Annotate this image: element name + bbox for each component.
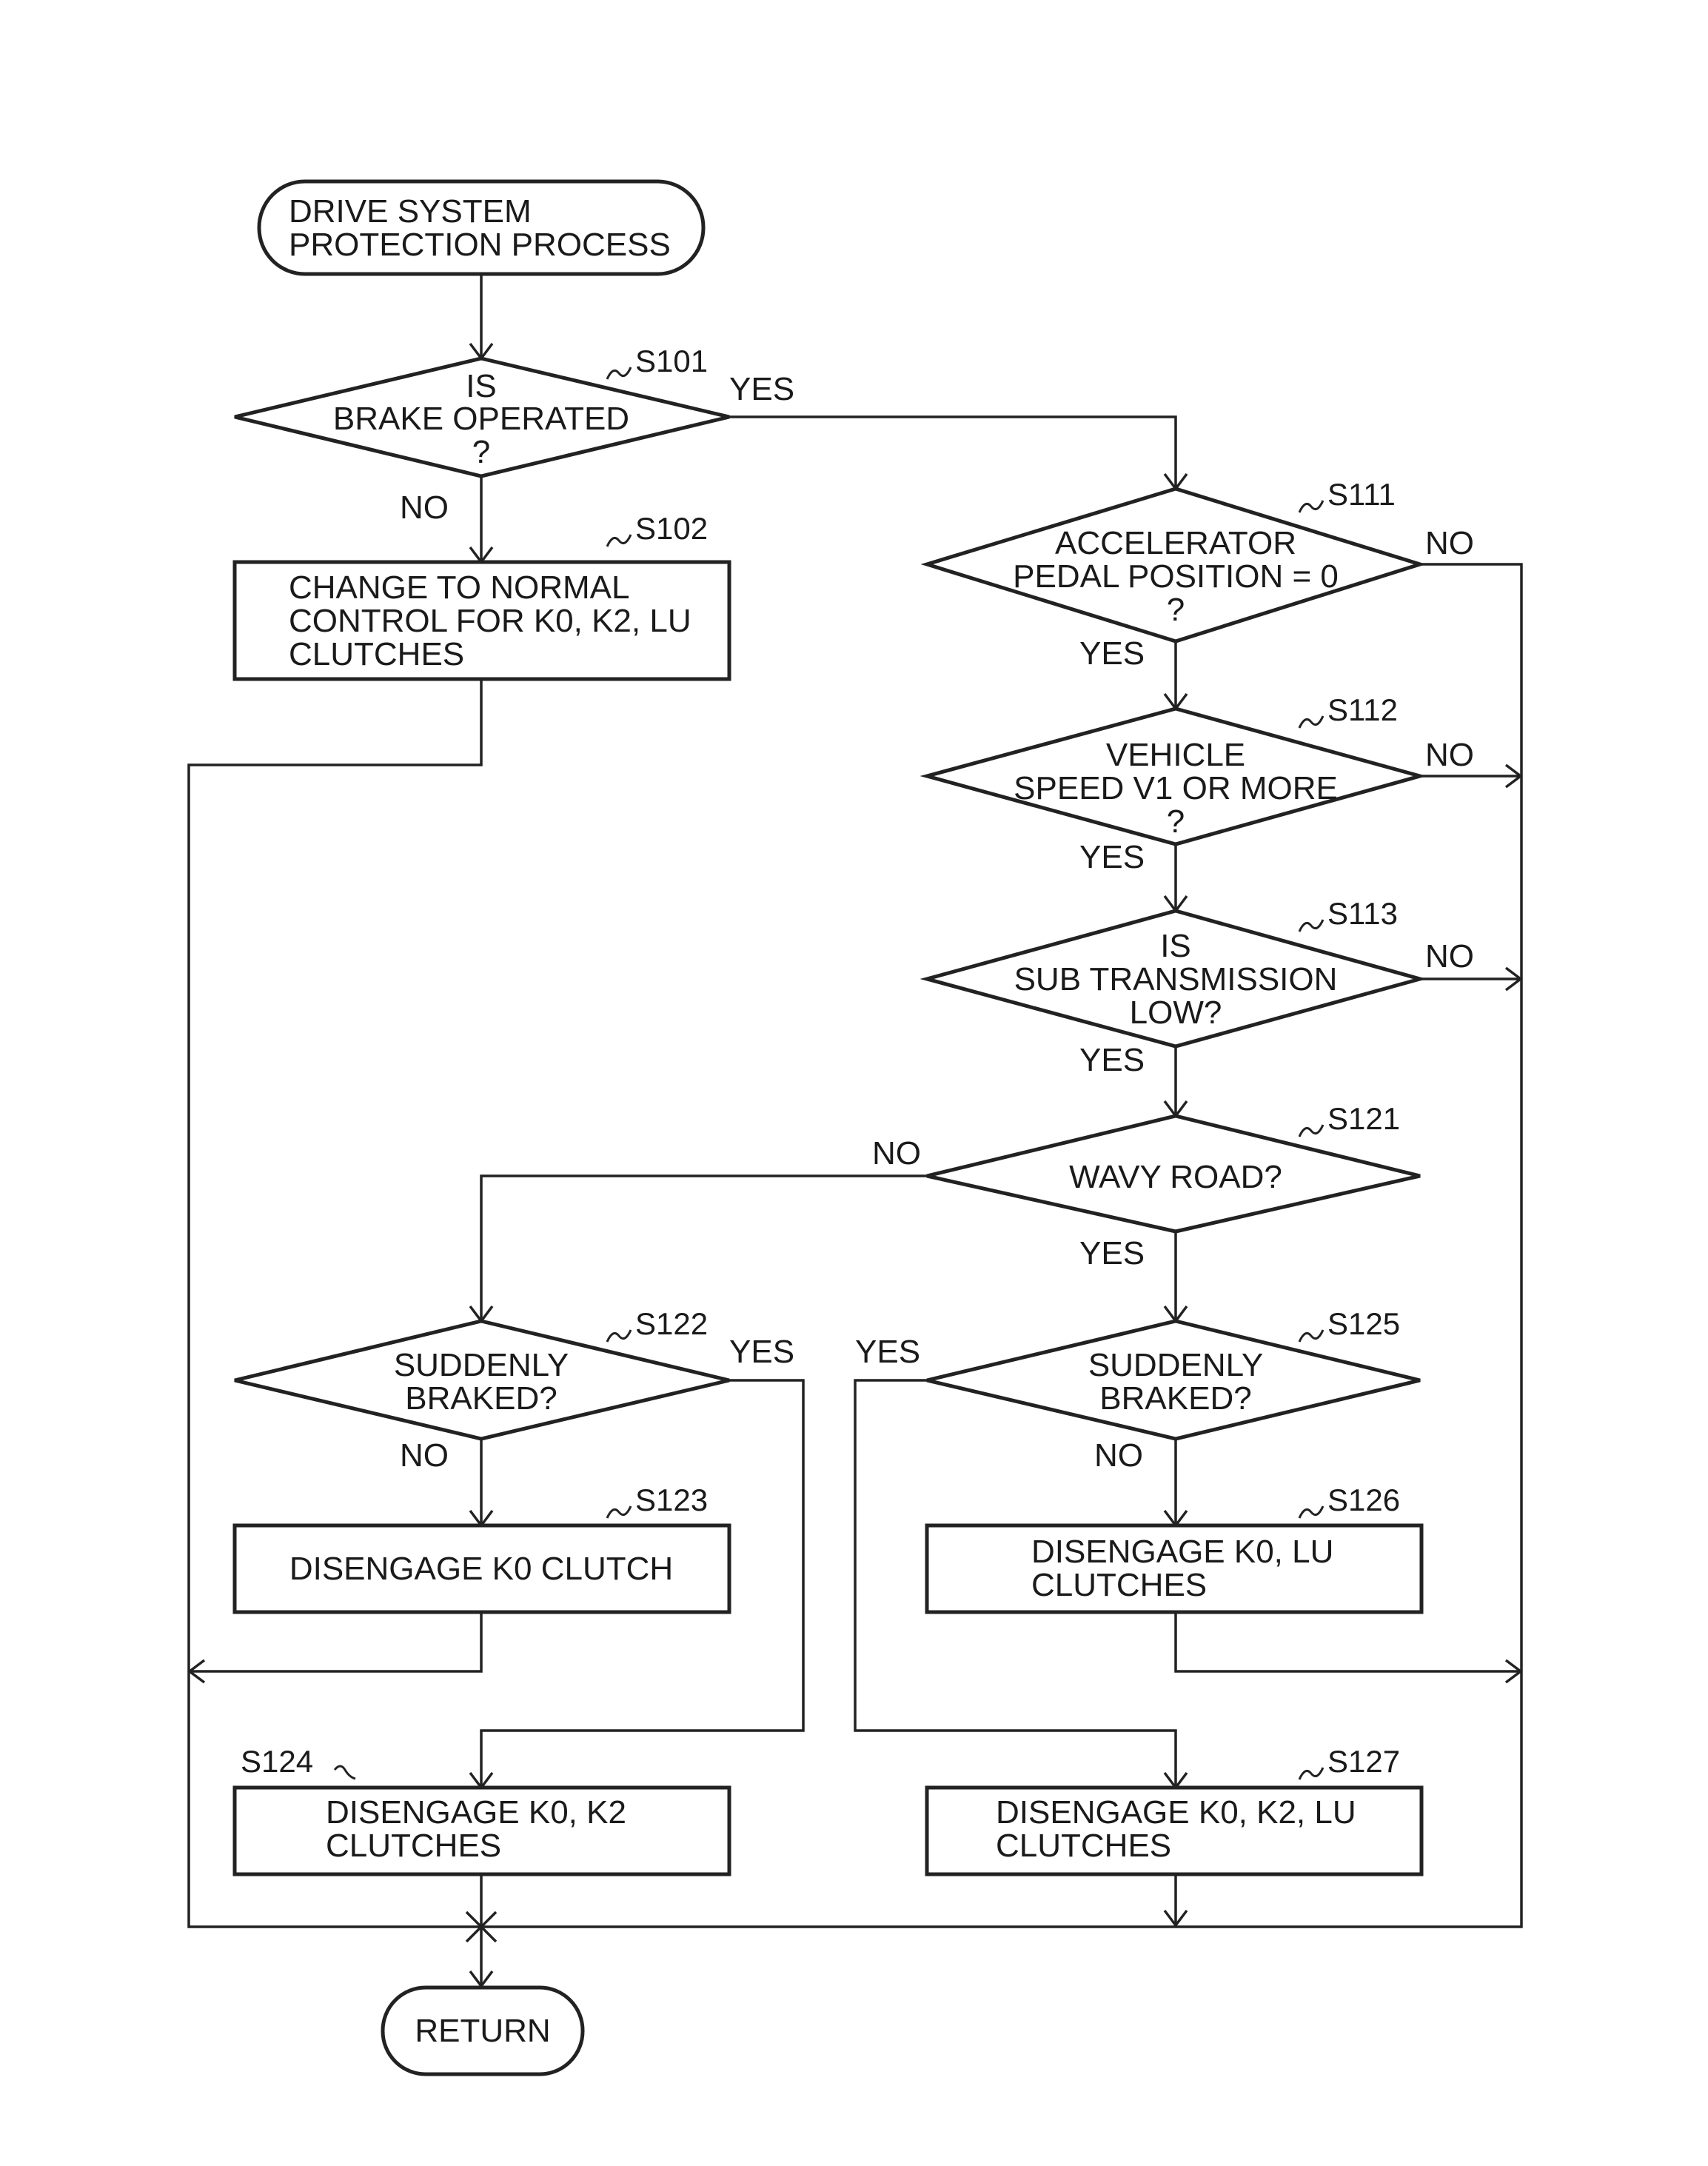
decision-s125: SUDDENLY BRAKED? S125 YES NO (855, 1306, 1420, 1474)
s102-line1: CHANGE TO NORMAL (289, 569, 629, 606)
s126-line2: CLUTCHES (1031, 1567, 1207, 1603)
process-s127: DISENGAGE K0, K2, LU CLUTCHES S127 (927, 1744, 1421, 1874)
return-label: RETURN (415, 2013, 550, 2049)
start-terminal: DRIVE SYSTEM PROTECTION PROCESS (259, 181, 703, 274)
s101-line1: IS (466, 368, 497, 404)
s113-line2: SUB TRANSMISSION (1014, 961, 1338, 997)
step-marker-squiggle (1299, 716, 1323, 728)
s124-line1: DISENGAGE K0, K2 (326, 1794, 626, 1831)
s111-yes-label: YES (1079, 635, 1145, 672)
s121-step-label: S121 (1327, 1101, 1400, 1136)
decision-s121: WAVY ROAD? S121 NO YES (872, 1101, 1420, 1271)
process-s126: DISENGAGE K0, LU CLUTCHES S126 (927, 1483, 1421, 1612)
s102-line2: CONTROL FOR K0, K2, LU (289, 603, 691, 639)
decision-s111: ACCELERATOR PEDAL POSITION = 0 ? S111 NO… (927, 477, 1474, 672)
s125-yes-label: YES (855, 1334, 920, 1370)
s112-line2: SPEED V1 OR MORE (1014, 770, 1338, 806)
s111-no-label: NO (1425, 525, 1474, 561)
s112-step-label: S112 (1327, 692, 1398, 727)
s101-step-label: S101 (635, 344, 708, 378)
s121-yes-label: YES (1079, 1235, 1145, 1271)
s113-step-label: S113 (1327, 896, 1398, 931)
s111-step-label: S111 (1327, 477, 1396, 512)
s127-line2: CLUTCHES (996, 1828, 1171, 1864)
s122-line1: SUDDENLY (394, 1347, 569, 1383)
s102-line3: CLUTCHES (289, 636, 464, 672)
s125-step-label: S125 (1327, 1306, 1400, 1341)
s113-yes-label: YES (1079, 1042, 1145, 1078)
return-terminal: RETURN (383, 1988, 583, 2074)
step-marker-squiggle (607, 535, 631, 546)
step-marker-squiggle (335, 1766, 355, 1779)
s124-step-label: S124 (241, 1744, 313, 1779)
s124-line2: CLUTCHES (326, 1828, 501, 1864)
start-label-line1: DRIVE SYSTEM (289, 193, 532, 230)
s111-line3: ? (1167, 592, 1185, 628)
decision-s122: SUDDENLY BRAKED? S122 YES NO (235, 1306, 794, 1474)
connector-s126-out (1176, 1613, 1519, 1671)
s102-step-label: S102 (635, 511, 708, 546)
step-marker-squiggle (1299, 1330, 1323, 1342)
s101-yes-label: YES (729, 371, 794, 407)
decision-s101: IS BRAKE OPERATED ? S101 YES NO (235, 344, 794, 526)
s123-step-label: S123 (635, 1483, 708, 1517)
s127-line1: DISENGAGE K0, K2, LU (996, 1794, 1356, 1831)
s111-line2: PEDAL POSITION = 0 (1013, 558, 1339, 595)
s111-line1: ACCELERATOR (1055, 525, 1296, 561)
s125-no-label: NO (1094, 1437, 1143, 1474)
step-marker-squiggle (607, 367, 631, 379)
s121-no-label: NO (872, 1135, 921, 1171)
s112-yes-label: YES (1079, 839, 1145, 875)
start-label-line2: PROTECTION PROCESS (289, 227, 671, 263)
decision-s113: IS SUB TRANSMISSION LOW? S113 NO YES (927, 896, 1474, 1078)
step-marker-squiggle (1299, 1125, 1323, 1137)
s101-no-label: NO (400, 489, 449, 526)
s121-line1: WAVY ROAD? (1069, 1159, 1282, 1195)
s123-line1: DISENGAGE K0 CLUTCH (289, 1551, 673, 1587)
s112-line1: VEHICLE (1106, 737, 1245, 773)
s113-line3: LOW? (1130, 995, 1222, 1031)
connector-s121-no (481, 1176, 927, 1320)
decision-s112: VEHICLE SPEED V1 OR MORE ? S112 NO YES (927, 692, 1474, 875)
step-marker-squiggle (607, 1506, 631, 1518)
s126-line1: DISENGAGE K0, LU (1031, 1534, 1333, 1570)
step-marker-squiggle (1299, 920, 1323, 932)
s101-line3: ? (472, 434, 490, 470)
s122-line2: BRAKED? (405, 1380, 557, 1417)
s112-line3: ? (1167, 803, 1185, 840)
s127-step-label: S127 (1327, 1744, 1400, 1779)
s122-step-label: S122 (635, 1306, 708, 1341)
connector-s123-out (191, 1613, 481, 1671)
s112-no-label: NO (1425, 737, 1474, 773)
step-marker-squiggle (1299, 501, 1323, 512)
s125-line1: SUDDENLY (1088, 1347, 1263, 1383)
s113-no-label: NO (1425, 938, 1474, 975)
step-marker-squiggle (1299, 1506, 1323, 1518)
s125-line2: BRAKED? (1099, 1380, 1251, 1417)
s122-no-label: NO (400, 1437, 449, 1474)
s122-yes-label: YES (729, 1334, 794, 1370)
s113-line1: IS (1160, 928, 1191, 964)
step-marker-squiggle (1299, 1768, 1323, 1779)
s126-step-label: S126 (1327, 1483, 1400, 1517)
s101-line2: BRAKE OPERATED (333, 401, 629, 437)
step-marker-squiggle (607, 1330, 631, 1342)
connector-s101-yes (729, 417, 1176, 487)
